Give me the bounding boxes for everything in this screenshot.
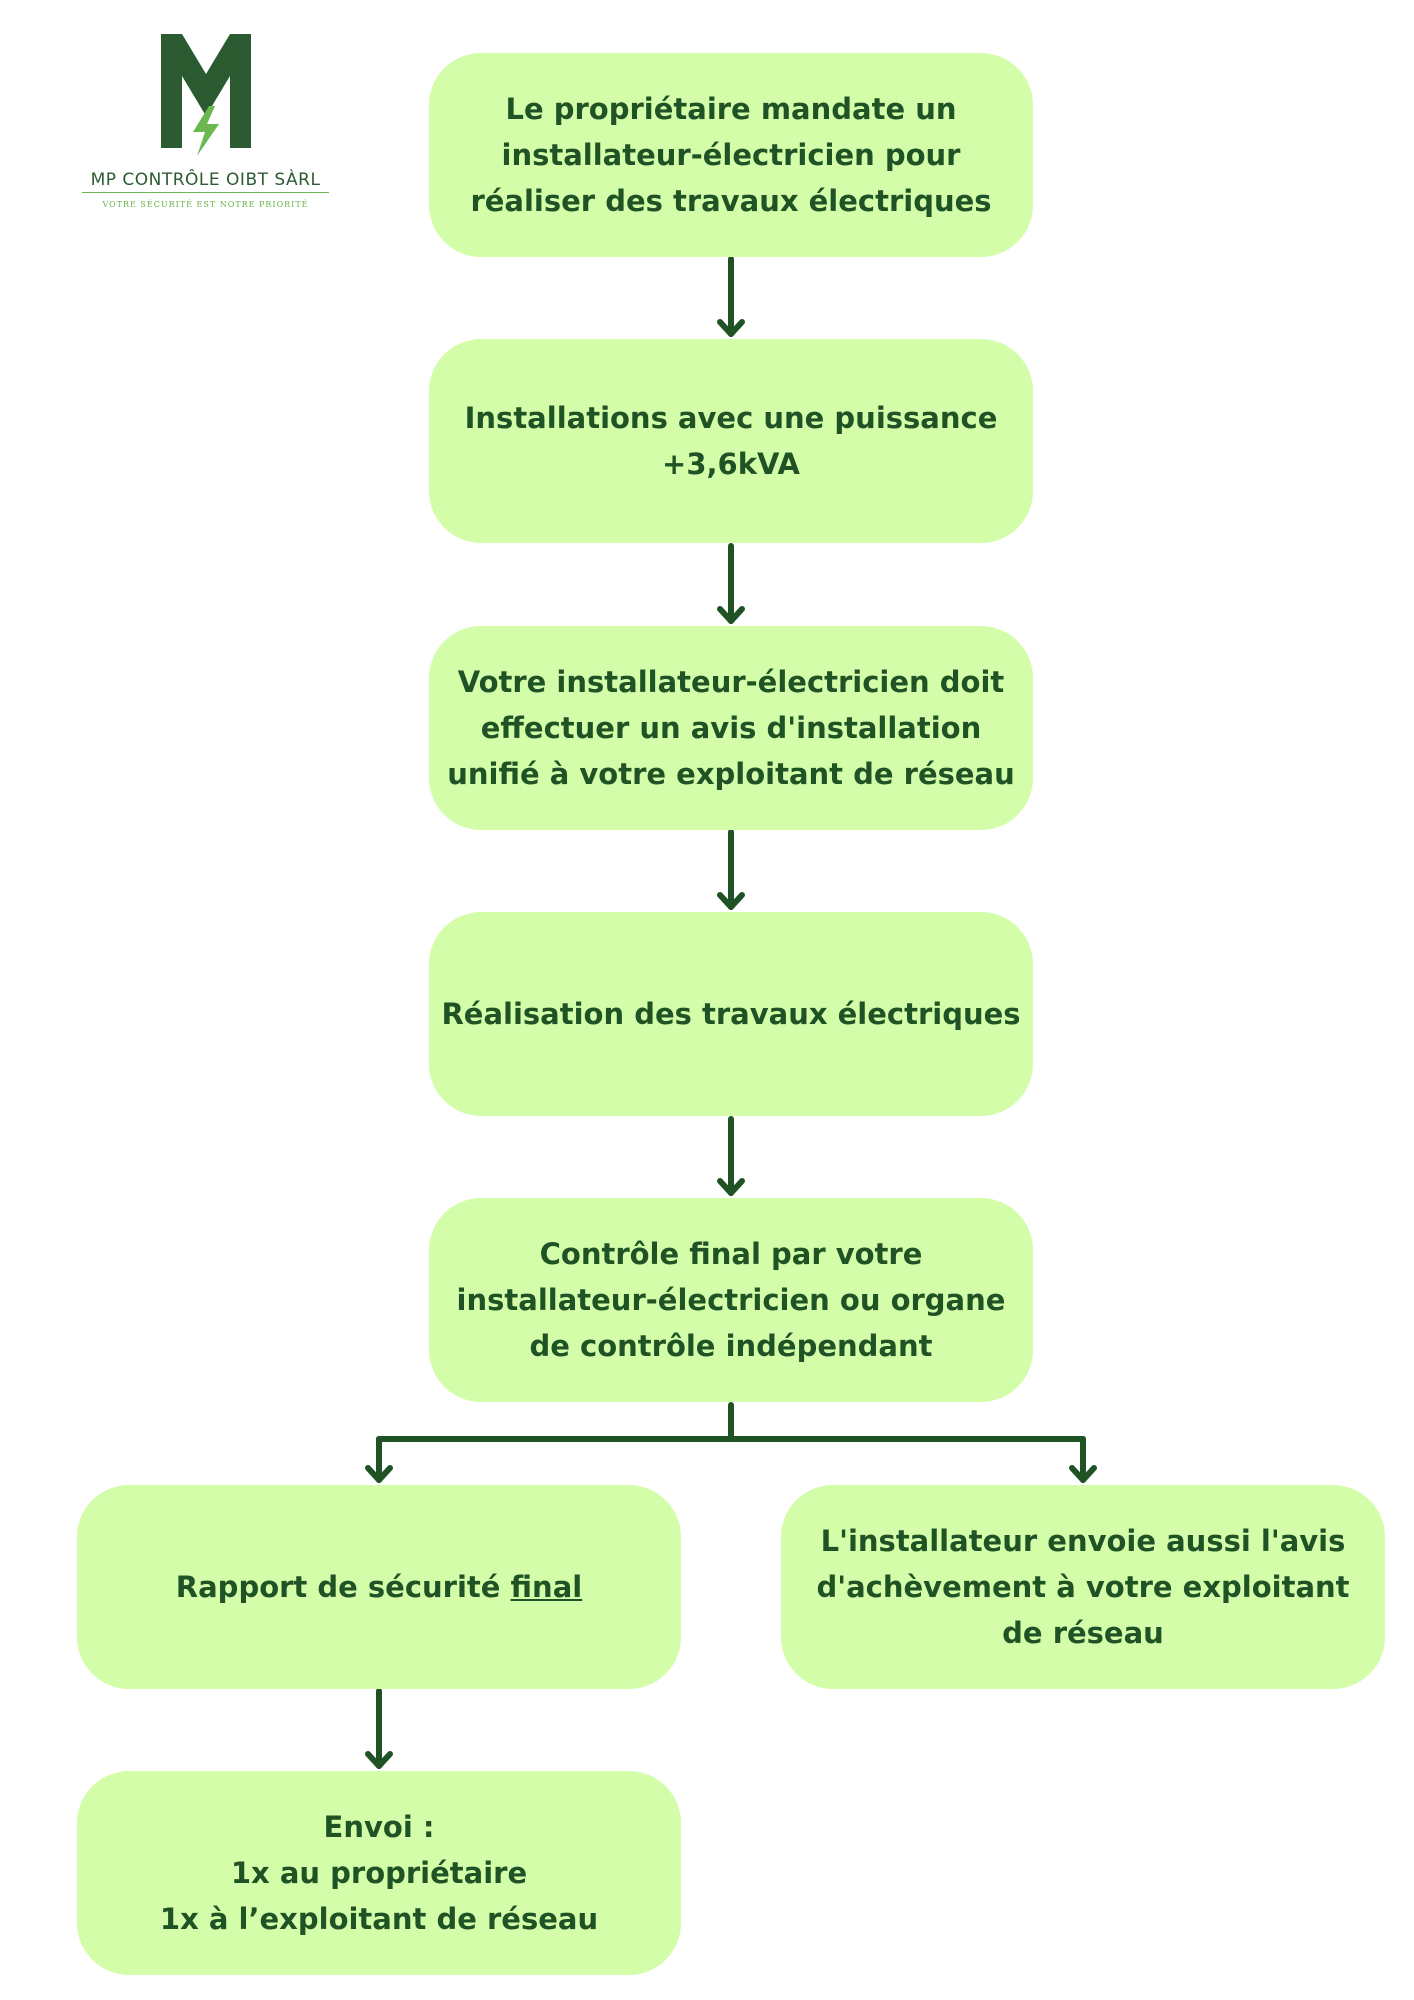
node-text-line: +3,6kVA <box>662 447 800 481</box>
arrow-n4-n5 <box>717 1116 745 1196</box>
step-works-execution: Réalisation des travaux électriques <box>429 912 1033 1116</box>
node-text-line: L'installateur envoie aussi l'avis <box>820 1524 1346 1558</box>
node-text-line: Réalisation des travaux électriques <box>441 997 1021 1031</box>
node-text-line: Envoi : <box>323 1810 435 1844</box>
branch-connector <box>365 1402 1097 1483</box>
logo-company-name: MP CONTRÔLE OIBT SÀRL <box>90 170 321 190</box>
step-mandate-installer: Le propriétaire mandate un installateur-… <box>429 53 1033 257</box>
safety-report-final: final <box>510 1570 583 1604</box>
step-safety-report: Rapport de sécurité final <box>77 1485 681 1689</box>
node-text-line: Rapport de sécurité final <box>176 1564 582 1610</box>
arrow-n2-n3 <box>717 543 745 624</box>
logo-mark-icon <box>161 34 251 156</box>
safety-report-label: Rapport de sécurité <box>175 1570 511 1604</box>
node-text-line: installateur-électricien ou organe <box>456 1283 1006 1317</box>
node-text-line: 1x au propriétaire <box>230 1856 528 1890</box>
node-text-line: Installations avec une puissance <box>464 401 998 435</box>
arrow-n1-n2 <box>717 256 745 337</box>
logo-tagline: VOTRE SÉCURITÉ EST NOTRE PRIORITÉ <box>102 200 309 209</box>
node-text-line: installateur-électricien pour <box>501 138 961 172</box>
node-text-line: Votre installateur-électricien doit <box>457 665 1005 699</box>
company-logo: MP CONTRÔLE OIBT SÀRL VOTRE SÉCURITÉ EST… <box>78 28 333 218</box>
node-text-line: réaliser des travaux électriques <box>470 184 992 218</box>
step-final-inspection: Contrôle final par votre installateur-él… <box>429 1198 1033 1402</box>
step-power-threshold: Installations avec une puissance +3,6kVA <box>429 339 1033 543</box>
arrow-n3-n4 <box>717 829 745 910</box>
node-text-line: 1x à l’exploitant de réseau <box>159 1902 599 1936</box>
node-text-line: Le propriétaire mandate un <box>505 92 957 126</box>
arrow-n6-n8 <box>365 1688 393 1769</box>
node-text-line: effectuer un avis d'installation <box>480 711 982 745</box>
step-completion-notice: L'installateur envoie aussi l'avis d'ach… <box>781 1485 1385 1689</box>
node-text-line: de réseau <box>1002 1616 1164 1650</box>
step-installation-notice: Votre installateur-électricien doit effe… <box>429 626 1033 830</box>
logo-divider <box>82 192 329 193</box>
node-text-line: d'achèvement à votre exploitant <box>816 1570 1350 1604</box>
node-text-line: de contrôle indépendant <box>529 1329 933 1363</box>
node-text-line: Contrôle final par votre <box>539 1237 923 1271</box>
step-dispatch: Envoi : 1x au propriétaire 1x à l’exploi… <box>77 1771 681 1975</box>
node-text-line: unifié à votre exploitant de réseau <box>447 757 1015 791</box>
